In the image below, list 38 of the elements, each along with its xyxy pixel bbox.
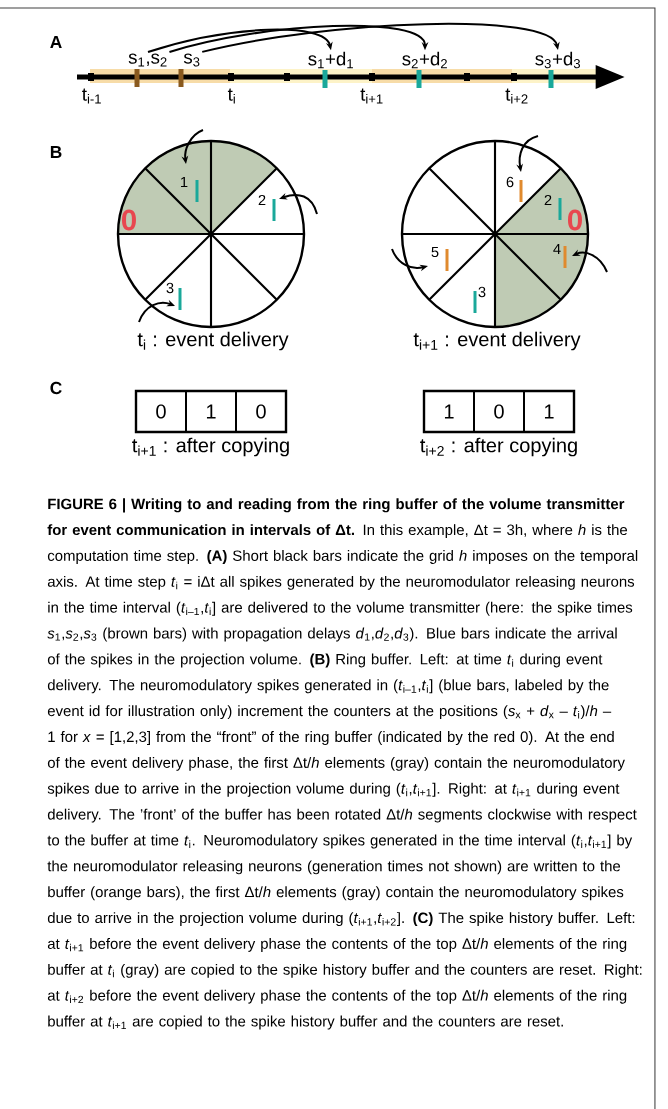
event-id: 6 (506, 176, 514, 188)
arrow (138, 299, 175, 323)
arrow (168, 24, 429, 53)
buffer-cell: 0 (235, 389, 287, 434)
spike-label: s$_{1}$+d$_{1}$ (308, 51, 353, 69)
buffer-cell: 0 (473, 389, 525, 434)
event-id: 3 (478, 286, 486, 298)
panel-letter: B (50, 146, 62, 158)
event-id: 3 (166, 282, 174, 294)
panel-caption: t$_{i}$ : event delivery (137, 331, 289, 351)
spike-label: s$_{2}$+d$_{2}$ (402, 51, 447, 69)
front-marker: 0 (568, 209, 582, 231)
panel-caption: t$_{i+1}$ : event delivery (413, 331, 581, 351)
front-marker: 0 (122, 209, 136, 231)
tick-label: t$_{i+1}$ (360, 88, 383, 104)
event-id: 4 (553, 243, 561, 255)
event-id: 2 (544, 194, 552, 206)
panel-letter: A (50, 36, 62, 48)
panel-letter: C (50, 381, 62, 395)
ring-buffer-drawing (116, 139, 306, 329)
buffer-cell: 0 (135, 389, 187, 434)
event-id: 5 (431, 246, 439, 258)
arrow (147, 28, 333, 53)
spike-label: s$_{3}$+d$_{3}$ (535, 51, 580, 69)
event-id: 1 (181, 176, 188, 188)
tick-label: t$_{i-1}$ (82, 88, 101, 104)
panel-caption: t$_{i+1}$ : after copying (132, 437, 289, 457)
tick-label: t$_{i+2}$ (505, 88, 528, 104)
arrow (201, 22, 560, 53)
event-id: 2 (258, 194, 266, 206)
tick-label: t$_{i}$ (227, 88, 235, 104)
panel-caption: t$_{i+2}$ : after copying (420, 437, 577, 457)
spike-label: s$_{1}$,s$_{2}$ (128, 53, 167, 67)
buffer-cell: 1 (423, 389, 475, 434)
ring-buffer-drawing (400, 139, 590, 329)
buffer-cell: 1 (185, 389, 237, 434)
spike-label: s$_{3}$ (183, 53, 200, 67)
buffer-cell: 1 (523, 389, 575, 434)
